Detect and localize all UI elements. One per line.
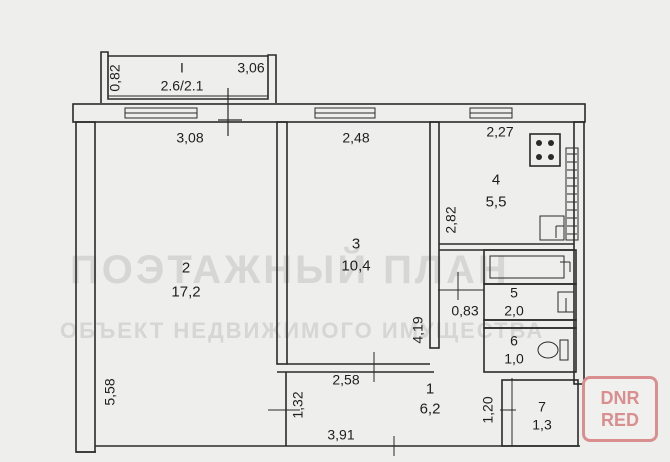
room2-area: 17,2	[171, 283, 201, 301]
stove-symbol	[529, 133, 561, 167]
room1-area: 6,2	[419, 400, 441, 418]
wall-room2-room3	[276, 121, 288, 365]
kitchen-sink	[539, 215, 565, 241]
balcony-outline	[100, 51, 277, 103]
room3-area: 10,4	[341, 257, 371, 275]
room4-area: 5,5	[485, 193, 507, 211]
bathroom-5b	[483, 283, 577, 321]
room2-length-dimension: 5,58	[101, 378, 118, 406]
hall-depth-dimension: 1,32	[289, 391, 306, 419]
toilet-room-6	[483, 327, 577, 373]
dimension-ticks	[268, 272, 530, 456]
room4-length-dimension: 2,82	[442, 206, 459, 234]
logo-line1: DNR	[600, 388, 640, 408]
hall-lower-width-dimension: 3,91	[327, 426, 355, 443]
balcony-number: I	[180, 59, 184, 76]
outer-wall-left	[75, 121, 96, 453]
room5-area: 2,0	[504, 302, 524, 319]
room7-area: 1,3	[532, 416, 552, 433]
balcony-area: 2.6/2.1	[160, 77, 204, 94]
room6-area: 1,0	[504, 350, 524, 367]
dnr-red-logo: DNR RED	[582, 376, 658, 442]
room1-number: 1	[425, 380, 435, 398]
hall-corridor-width-dimension: 0,83	[451, 302, 479, 319]
balcony-length-dimension: 3,06	[237, 59, 265, 76]
radiator	[565, 147, 579, 241]
logo-line2: RED	[600, 410, 639, 430]
room4-width-dimension: 2,27	[486, 123, 514, 140]
room2-number: 2	[181, 259, 191, 277]
room3-length-dimension: 4,19	[409, 316, 426, 344]
room7-depth-dimension: 1,20	[479, 396, 496, 424]
balcony-depth-dimension: 0,82	[106, 64, 123, 92]
wall-room3-room4	[429, 121, 440, 349]
room6-number: 6	[510, 332, 518, 349]
room3-number: 3	[351, 235, 361, 253]
closet-7	[501, 379, 579, 447]
stove-burners	[536, 140, 554, 160]
bathroom-5a	[483, 249, 577, 285]
toilet-bowl	[537, 341, 559, 359]
outer-wall-right	[573, 121, 585, 385]
room7-number: 7	[538, 398, 546, 415]
room2-width-dimension: 3,08	[176, 129, 204, 146]
outer-wall-top	[72, 103, 586, 123]
room3-width-dimension: 2,48	[342, 129, 370, 146]
room5-number: 5	[510, 284, 518, 301]
hall-upper-width-dimension: 2,58	[332, 371, 360, 388]
room4-number: 4	[491, 171, 501, 189]
bathtub	[489, 255, 565, 279]
